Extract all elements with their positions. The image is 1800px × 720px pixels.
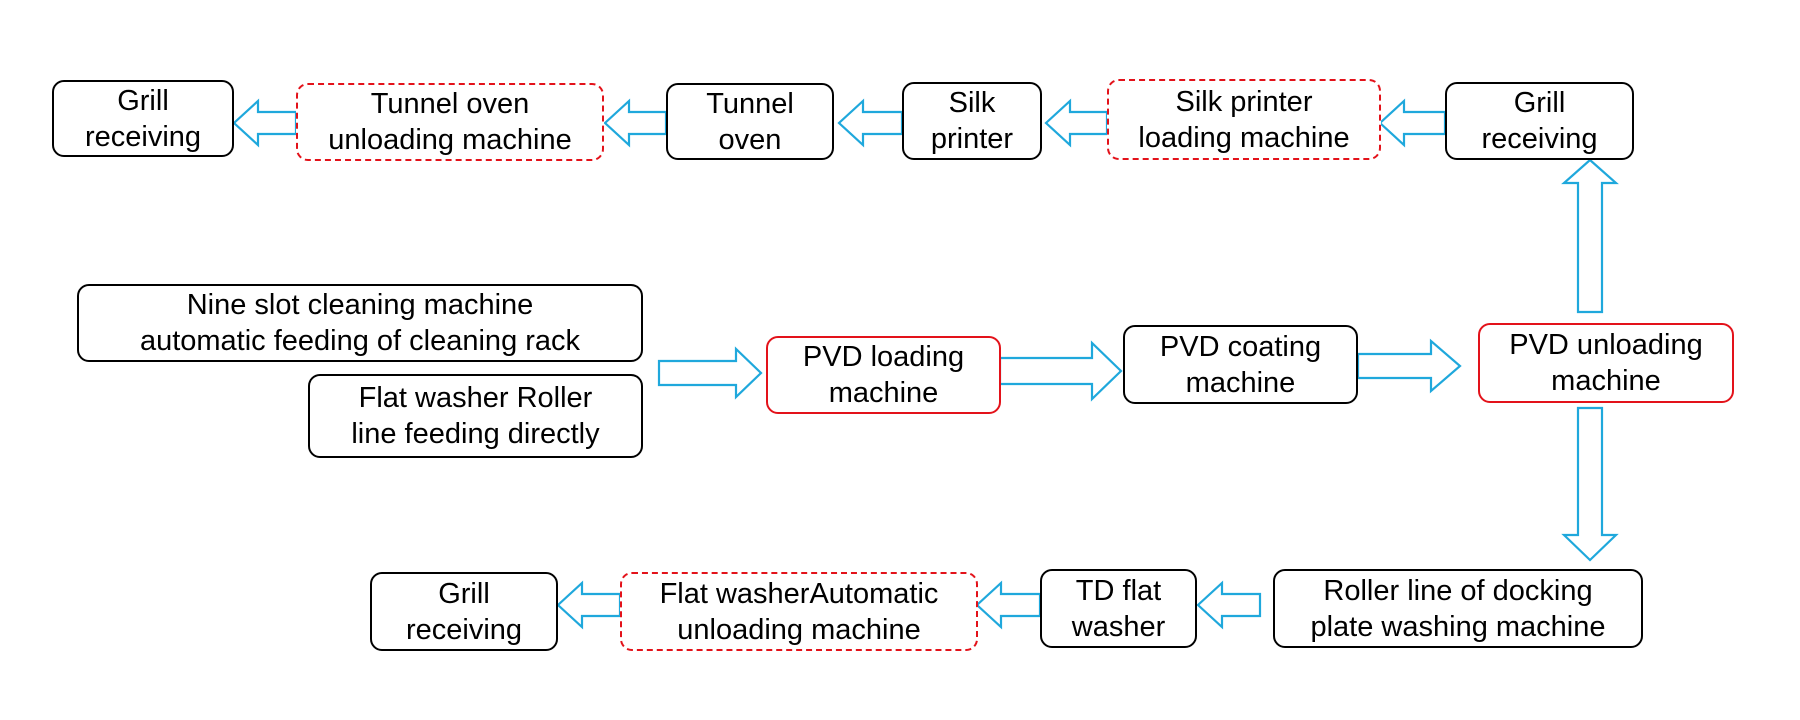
node-label: Tunnel oven unloading machine (328, 88, 572, 156)
node-label: Grill receiving (84, 84, 202, 153)
node-pvd-coating-machine: PVD coating machine (1123, 325, 1358, 404)
node-roller-line-docking-plate-washing-machine: Roller line of docking plate washing mac… (1273, 569, 1643, 648)
arrow-auto-unloading-to-grill-bottom (556, 580, 622, 630)
node-label: Grill receiving (1481, 87, 1598, 155)
node-label: Silk printer loading machine (1138, 85, 1350, 154)
node-label: Nine slot cleaning machine automatic fee… (139, 289, 581, 357)
node-label: PVD loading machine (802, 341, 965, 409)
node-label: Roller line of docking plate washing mac… (1310, 574, 1606, 643)
arrow-silk-loading-to-silk-printer (1044, 98, 1109, 148)
arrow-pvd-loading-to-coating (998, 340, 1123, 402)
arrow-grill-to-silk-loading (1378, 98, 1447, 148)
node-label: TD flat washer (1071, 574, 1166, 643)
node-grill-receiving-bottom: Grill receiving (370, 572, 558, 651)
arrow-tunnel-oven-to-unloading (603, 98, 668, 148)
node-grill-receiving-top-left: Grill receiving (52, 80, 234, 157)
node-nine-slot-cleaning-machine: Nine slot cleaning machine automatic fee… (77, 284, 643, 362)
node-pvd-unloading-machine: PVD unloading machine (1478, 323, 1734, 403)
node-label: PVD unloading machine (1509, 329, 1703, 397)
node-flat-washer-roller-line: Flat washer Roller line feeding directly (308, 374, 643, 458)
arrow-sources-to-pvd-loading (657, 346, 763, 400)
node-silk-printer: Silk printer (902, 82, 1042, 160)
node-label: Grill receiving (405, 577, 523, 646)
node-label: Silk printer (930, 87, 1014, 155)
node-label: PVD coating machine (1159, 330, 1322, 399)
node-flat-washer-automatic-unloading-machine: Flat washerAutomatic unloading machine (620, 572, 978, 651)
node-tunnel-oven-unloading-machine: Tunnel oven unloading machine (296, 83, 604, 161)
arrow-pvd-coating-to-unloading (1356, 338, 1462, 394)
arrow-unloading-to-grill-top-left (232, 98, 298, 148)
node-pvd-loading-machine: PVD loading machine (766, 336, 1001, 414)
node-grill-receiving-top-right: Grill receiving (1445, 82, 1634, 160)
node-label: Flat washerAutomatic unloading machine (659, 577, 939, 646)
node-td-flat-washer: TD flat washer (1040, 569, 1197, 648)
node-silk-printer-loading-machine: Silk printer loading machine (1107, 79, 1381, 160)
arrow-td-washer-to-auto-unloading (975, 580, 1042, 630)
arrow-silk-printer-to-tunnel-oven (837, 98, 904, 148)
node-label: Tunnel oven (706, 87, 794, 156)
arrow-pvd-unloading-down-to-roller (1561, 406, 1619, 562)
node-tunnel-oven: Tunnel oven (666, 83, 834, 160)
arrow-pvd-unloading-up-to-grill (1561, 158, 1619, 314)
node-label: Flat washer Roller line feeding directly (351, 382, 600, 450)
arrow-roller-to-td-washer (1196, 580, 1262, 630)
